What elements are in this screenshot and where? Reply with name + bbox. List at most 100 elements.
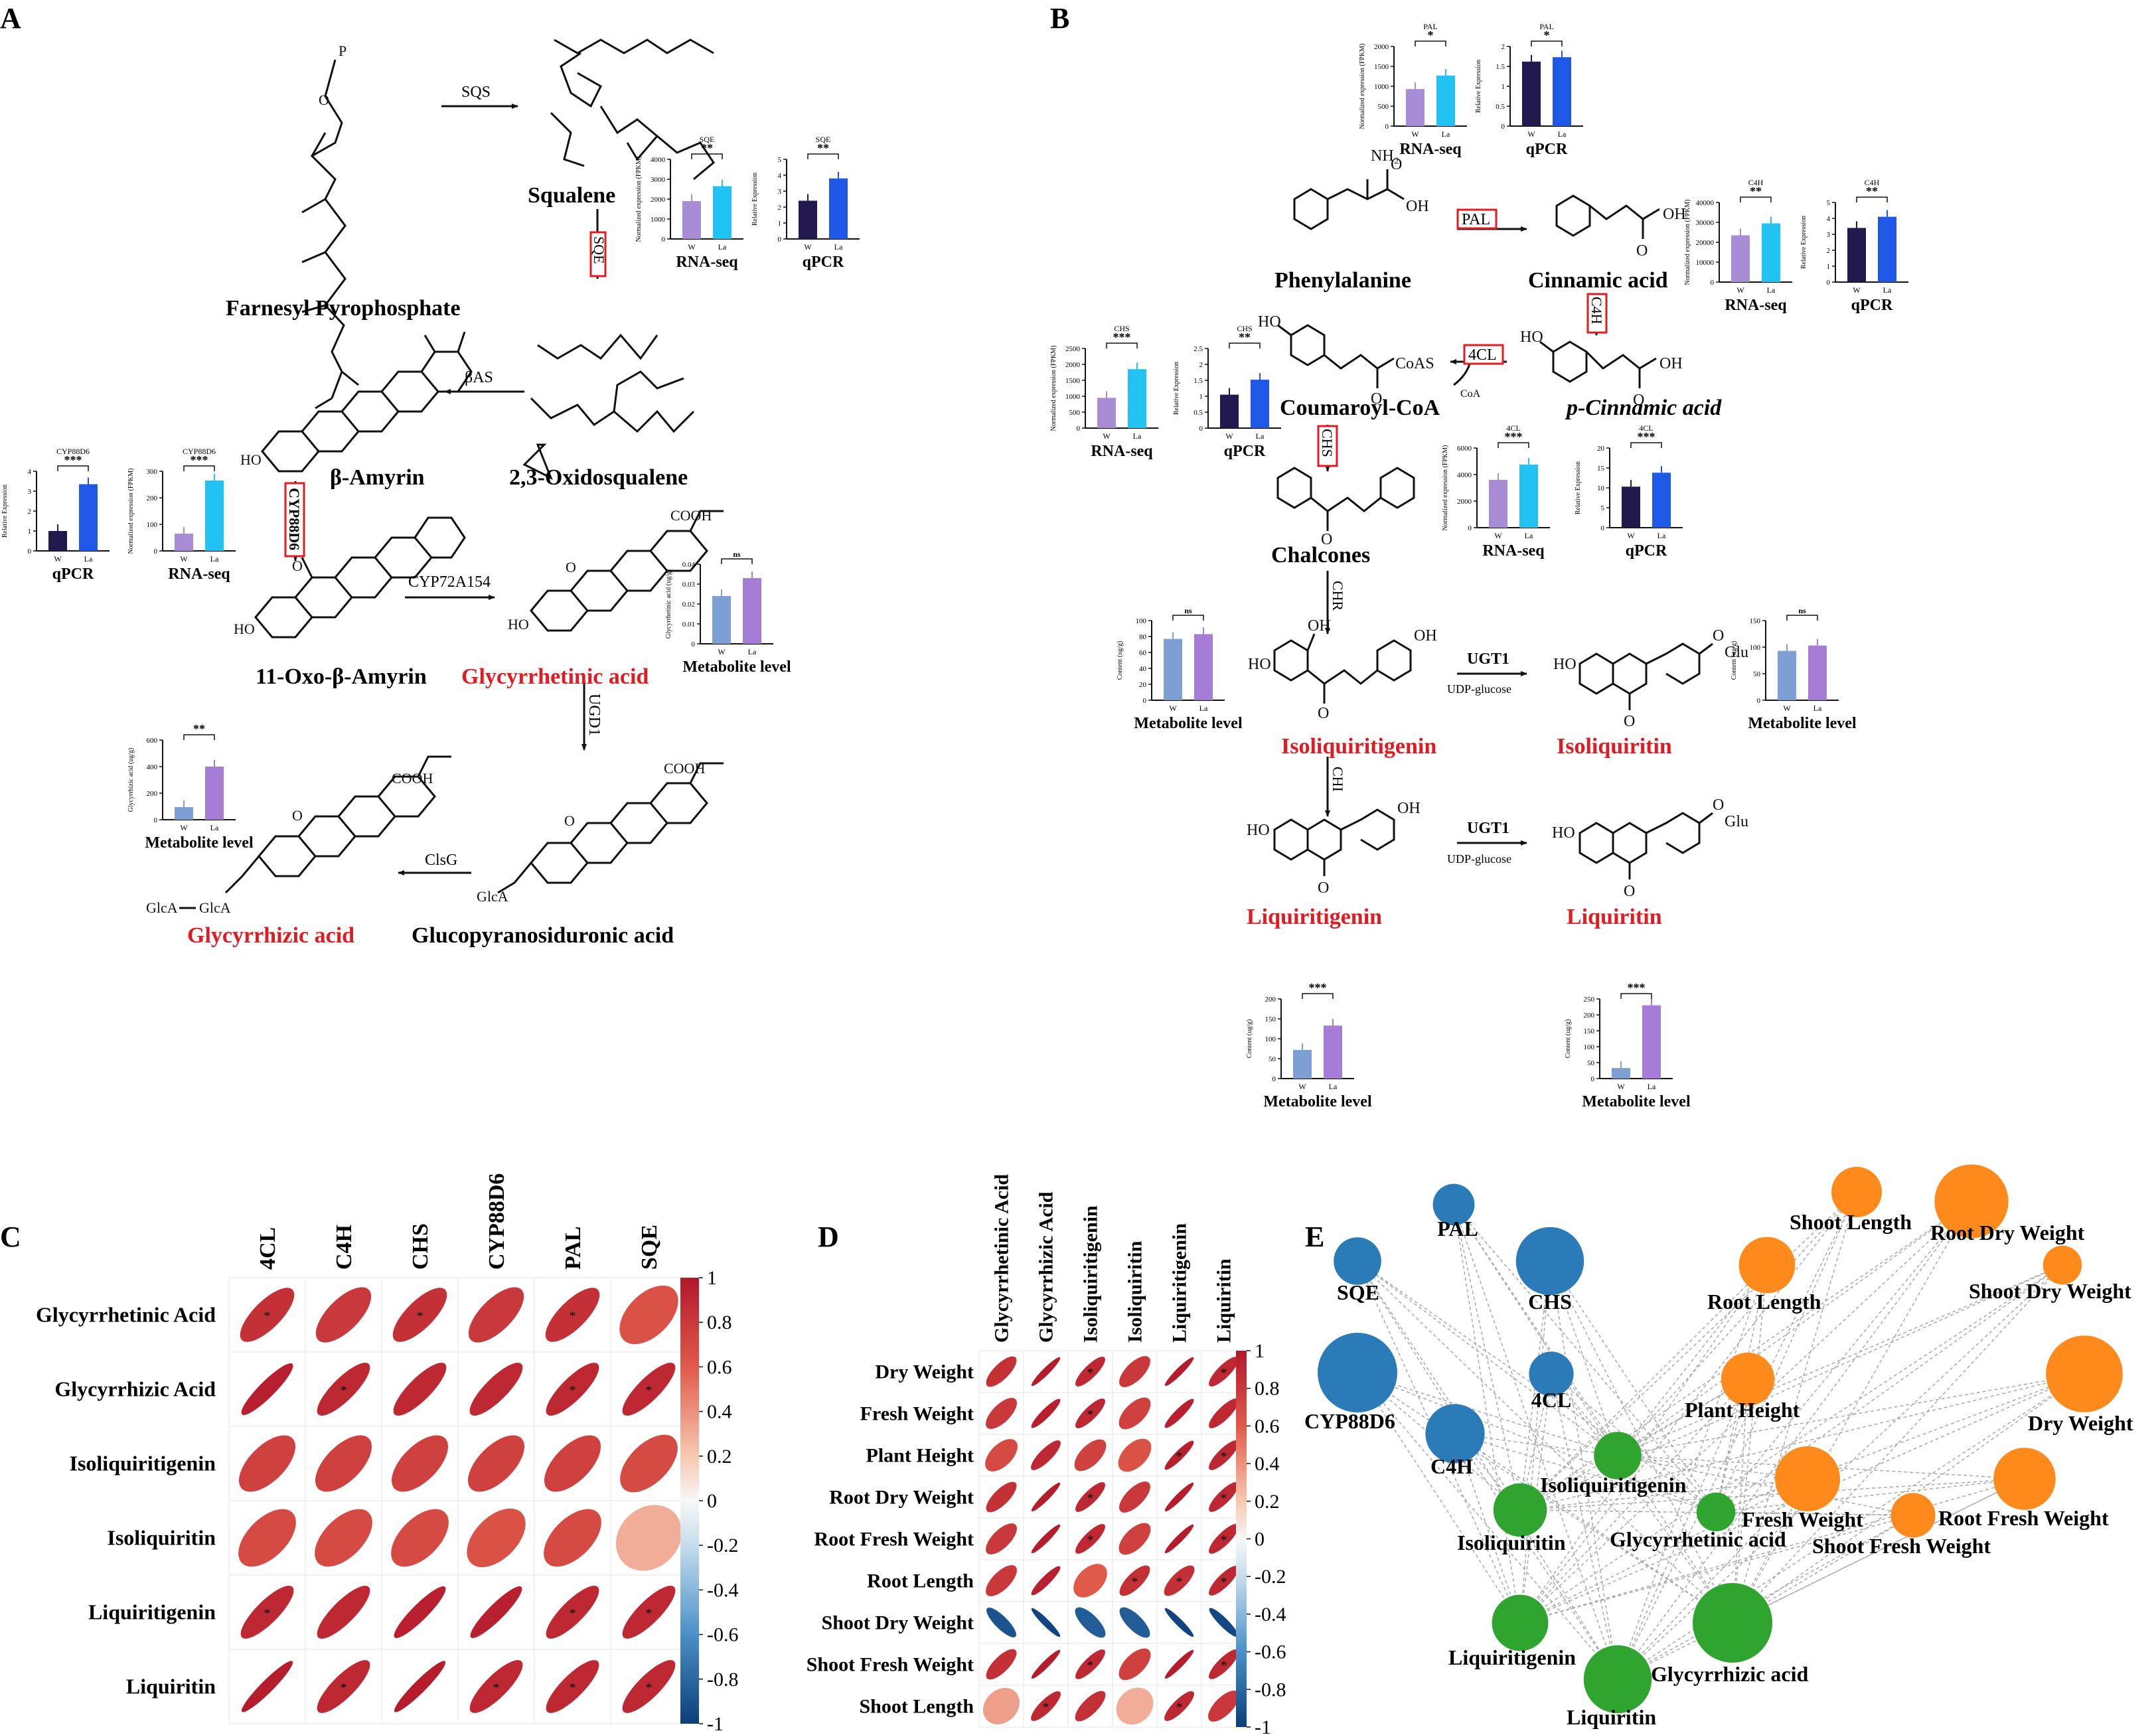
svg-text:O: O bbox=[292, 807, 303, 824]
bar-w bbox=[175, 534, 193, 551]
glycyrrhetinic-structure: COOH O HO bbox=[508, 507, 724, 633]
scale-tick-label: -0.4 bbox=[707, 1579, 739, 1601]
sig-bracket bbox=[57, 465, 89, 471]
y-tick-label: 0 bbox=[692, 641, 696, 648]
enzyme-bas: βAS bbox=[465, 369, 493, 386]
sig-star: * bbox=[1221, 1533, 1227, 1548]
network-label: Shoot Dry Weight bbox=[1969, 1279, 2131, 1303]
row-label: Shoot Fresh Weight bbox=[807, 1654, 974, 1676]
enzyme-cyp88: CYP88D6 bbox=[286, 488, 303, 550]
corr-ellipse bbox=[315, 1287, 372, 1343]
corr-ellipse bbox=[1031, 1524, 1061, 1554]
bar-title: CYP88D6 bbox=[183, 447, 216, 456]
bar-w bbox=[1489, 480, 1507, 528]
corr-ellipse bbox=[1209, 1440, 1239, 1470]
corr-ellipse bbox=[240, 1288, 295, 1342]
sig-mark: *** bbox=[1638, 430, 1656, 443]
network-edge bbox=[1715, 1201, 1972, 1513]
bar-la bbox=[713, 186, 732, 239]
col-label: Isoliquiritigenin bbox=[1080, 1205, 1102, 1343]
y-axis-label: Relative Expression bbox=[1475, 60, 1482, 113]
network-edge bbox=[1519, 1379, 1748, 1511]
enzyme-sqe: SQE bbox=[591, 236, 607, 264]
col-label: 4CL bbox=[256, 1227, 280, 1270]
corr-ellipse bbox=[1209, 1398, 1239, 1428]
network-node-sdw bbox=[2042, 1245, 2082, 1285]
bar-xlabel: qPCR bbox=[1526, 141, 1568, 158]
y-tick-label: 1500 bbox=[1065, 377, 1081, 385]
enzyme-ugd: UGD1 bbox=[585, 694, 603, 736]
bar-la bbox=[1194, 634, 1213, 700]
network-edge bbox=[1519, 1264, 2063, 1623]
y-tick-label: 4000 bbox=[1457, 471, 1472, 479]
network-label: SQE bbox=[1337, 1280, 1379, 1304]
y-tick-label: 1500 bbox=[1374, 63, 1389, 71]
x-tick-label: W bbox=[1225, 431, 1233, 441]
corr-ellipse bbox=[1075, 1398, 1105, 1428]
corr-ellipse bbox=[1074, 1439, 1107, 1471]
svg-text:HO: HO bbox=[1553, 656, 1577, 673]
network-node-gra bbox=[1696, 1492, 1736, 1532]
sig-star: * bbox=[264, 1309, 271, 1323]
sig-star: * bbox=[1087, 1408, 1094, 1422]
corr-ellipse bbox=[986, 1565, 1017, 1596]
sig-star: * bbox=[1176, 1575, 1183, 1590]
squalene-structure bbox=[550, 38, 715, 181]
sig-mark: ns bbox=[733, 550, 741, 559]
bar-w bbox=[175, 807, 193, 820]
y-tick-label: 2 bbox=[28, 508, 32, 516]
y-tick-label: 300 bbox=[147, 468, 158, 476]
svg-text:Glu: Glu bbox=[1725, 644, 1748, 661]
bar-la bbox=[205, 481, 224, 551]
corr-ellipse bbox=[986, 1523, 1017, 1554]
sig-bracket bbox=[1172, 615, 1204, 621]
bar-xlabel: RNA-seq bbox=[1482, 542, 1545, 560]
corr-ellipse bbox=[985, 1439, 1018, 1471]
y-axis-label: Relative Expression bbox=[1173, 362, 1180, 415]
pathway-b: NH₂ O OH OH O HO OH O HO CoAS O bbox=[1247, 147, 1748, 900]
y-tick-label: 10 bbox=[1597, 485, 1605, 492]
bar-la bbox=[1251, 380, 1269, 428]
y-tick-label: 3 bbox=[778, 188, 782, 196]
enzyme-ugt2: UGT1 bbox=[1467, 820, 1509, 837]
network-label: C4H bbox=[1430, 1454, 1473, 1478]
network-edge bbox=[1549, 1260, 1733, 1623]
panel-label-e: E bbox=[1305, 1221, 1324, 1253]
oxidosqualene-structure bbox=[522, 333, 695, 481]
network-edge bbox=[1357, 1372, 1717, 1513]
compound-oxo-amyrin: 11-Oxo-β-Amyrin bbox=[256, 664, 427, 689]
bar-w bbox=[1847, 228, 1866, 282]
compound-liq: Liquiritigenin bbox=[1247, 905, 1382, 929]
svg-text:Glu: Glu bbox=[1725, 813, 1748, 830]
row-label: Plant Height bbox=[866, 1445, 974, 1467]
y-tick-label: 100 bbox=[147, 521, 158, 529]
y-tick-label: 50 bbox=[1753, 670, 1761, 678]
corr-ellipse bbox=[391, 1435, 449, 1492]
y-tick-label: 0.04 bbox=[682, 561, 696, 569]
network-edge bbox=[1519, 1478, 2025, 1623]
y-tick-label: 1 bbox=[778, 220, 782, 228]
network-edge bbox=[1357, 1260, 1618, 1680]
corr-ellipse bbox=[1209, 1482, 1239, 1512]
network-edge bbox=[1519, 1478, 1808, 1511]
y-tick-label: 4 bbox=[28, 468, 32, 476]
corr-ellipse bbox=[317, 1660, 370, 1713]
row-label: Root Fresh Weight bbox=[814, 1529, 974, 1550]
corr-ellipse bbox=[544, 1435, 601, 1492]
enzyme-pal: PAL bbox=[1462, 211, 1490, 228]
sig-mark: ** bbox=[701, 141, 713, 155]
sig-mark: ns bbox=[1798, 606, 1806, 615]
cell bbox=[1067, 1601, 1113, 1644]
y-tick-label: 0 bbox=[662, 236, 666, 244]
sig-star: * bbox=[493, 1681, 500, 1695]
x-tick-label: La bbox=[748, 647, 757, 656]
corr-ellipse bbox=[241, 1661, 293, 1712]
network-node-sfw bbox=[1890, 1493, 1936, 1538]
row-label: Shoot Length bbox=[859, 1696, 974, 1718]
bar-xlabel: RNA-seq bbox=[1399, 141, 1462, 158]
corr-ellipse bbox=[470, 1586, 522, 1638]
y-tick-label: 0 bbox=[1077, 425, 1081, 433]
